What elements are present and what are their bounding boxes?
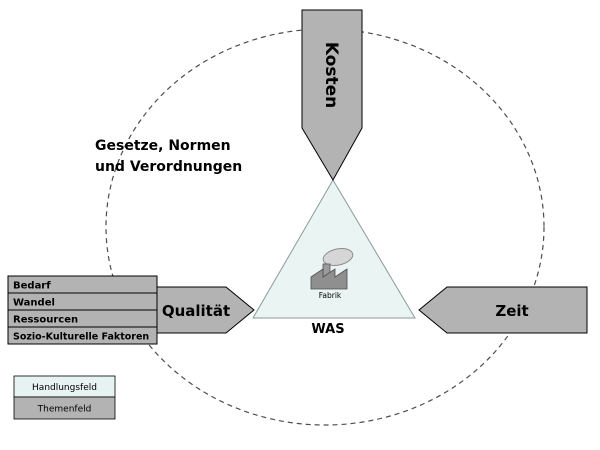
factor-box-sozio xyxy=(7,326,158,345)
legend-label-themenfeld: Themenfeld xyxy=(37,405,92,415)
was-label: WAS xyxy=(311,322,344,337)
kosten-label: Kosten xyxy=(321,42,341,108)
qualitaet-label: Qualität xyxy=(162,302,230,320)
zeit-label: Zeit xyxy=(495,302,528,320)
factory-building-shape xyxy=(310,268,348,290)
legend-box-themenfeld xyxy=(13,396,116,420)
factory-icon: Fabrik xyxy=(310,248,354,300)
note-line-2: und Verordnungen xyxy=(95,159,242,175)
handlungsfeld-triangle xyxy=(252,179,416,319)
zeit-arrow xyxy=(418,286,588,334)
factor-label-sozio: Sozio-Kulturelle Faktoren xyxy=(13,332,149,343)
factor-label-wandel: Wandel xyxy=(13,298,55,309)
factor-label-bedarf: Bedarf xyxy=(13,281,51,292)
factor-label-ressourcen: Ressourcen xyxy=(13,315,78,326)
factory-icon-label: Fabrik xyxy=(319,291,342,300)
legend: Handlungsfeld Themenfeld xyxy=(13,375,116,420)
note-line-1: Gesetze, Normen xyxy=(95,138,231,154)
kosten-arrow xyxy=(301,9,363,182)
smoke-cloud-shape xyxy=(322,248,354,266)
factor-stack: Bedarf Wandel Ressourcen Sozio-Kulturell… xyxy=(7,275,158,345)
legend-label-handlungsfeld: Handlungsfeld xyxy=(32,383,97,393)
